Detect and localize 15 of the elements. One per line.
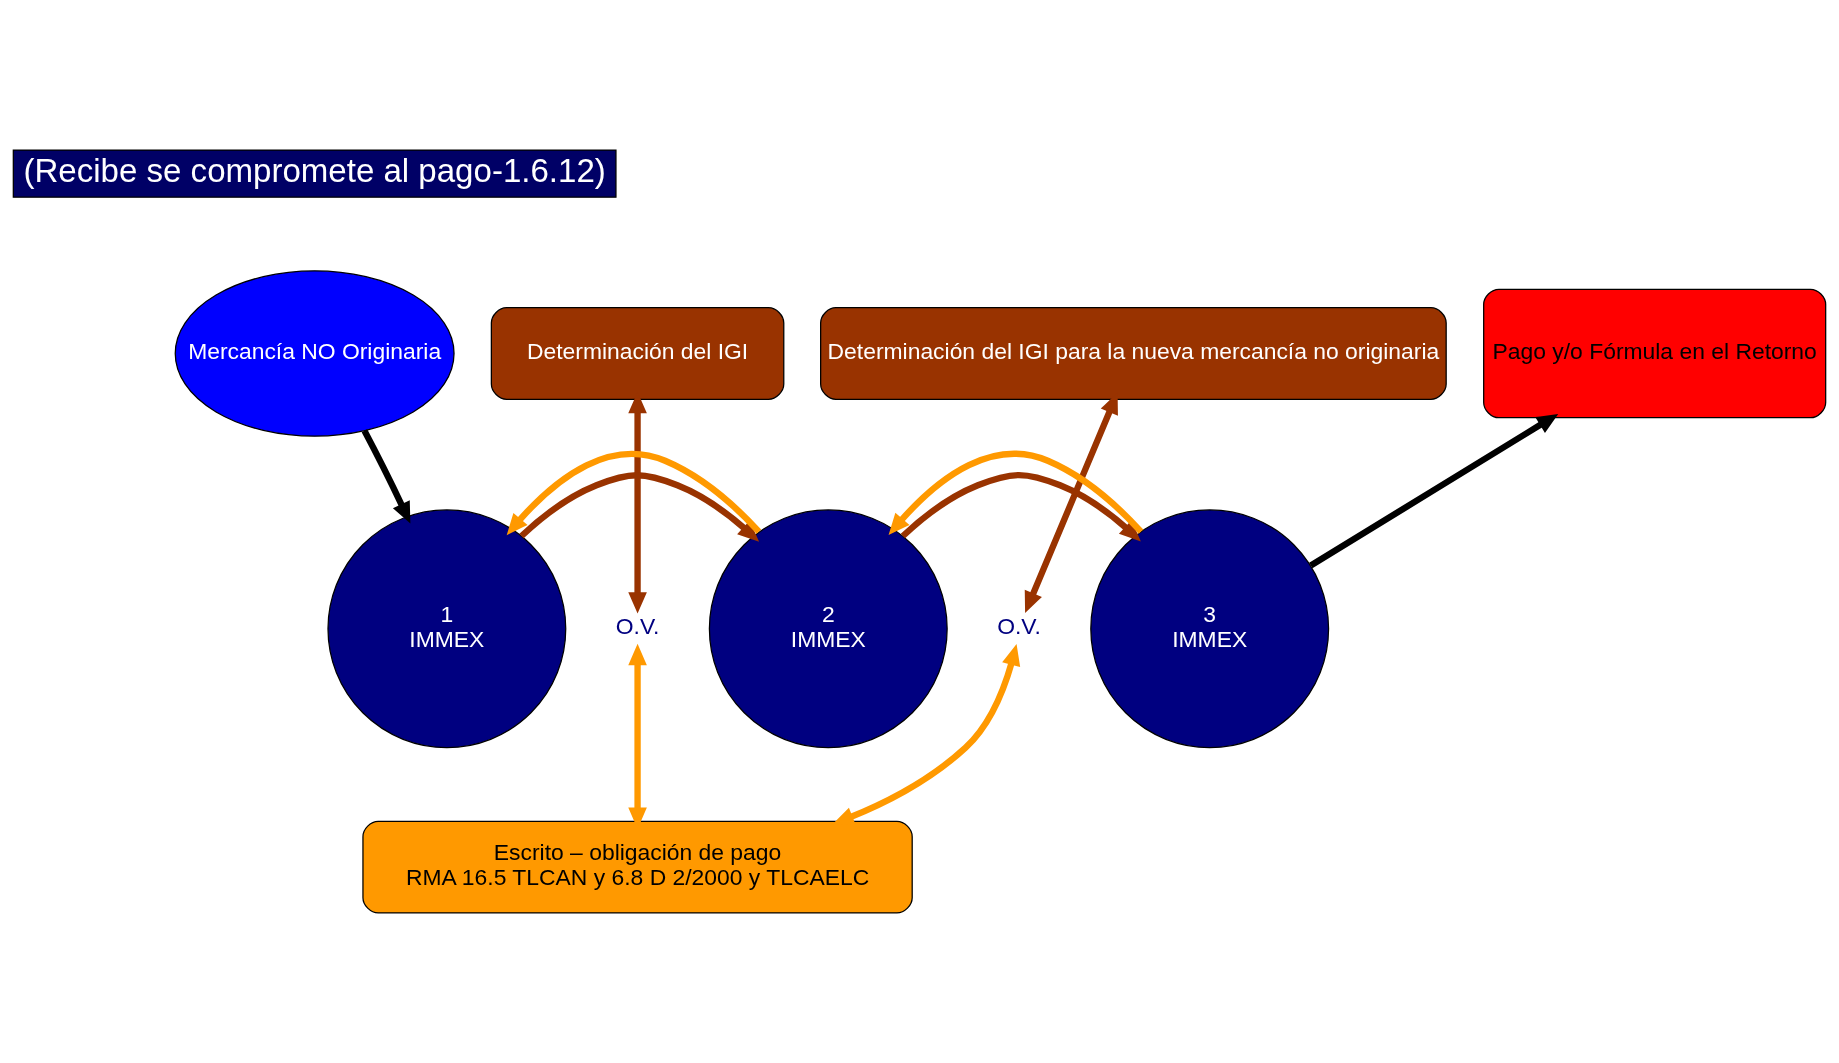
arrow <box>900 471 1141 542</box>
node-ellipse: Mercancía NO Originaria <box>174 270 455 437</box>
node-box: Determinación del IGI <box>490 307 785 400</box>
node-text: O.V. <box>615 613 660 640</box>
node-box: Escrito – obligación de pago RMA 16.5 TLCAN y 6.8 D 2/2000 y TLCAELC <box>362 820 913 914</box>
node-box: (Recibe se compromete al pago-1.6.12) <box>12 149 617 198</box>
arrow <box>506 450 762 536</box>
arrow <box>361 429 411 524</box>
arrow <box>519 472 760 542</box>
arrow <box>888 450 1144 535</box>
arrow <box>1309 413 1559 569</box>
node-box: Pago y/o Fórmula en el Retorno <box>1483 288 1827 419</box>
node-circle: 3 IMMEX <box>1090 509 1330 749</box>
node-box: Determinación del IGI para la nueva mercancía no originaria <box>820 307 1447 400</box>
node-text: O.V. <box>997 613 1041 640</box>
